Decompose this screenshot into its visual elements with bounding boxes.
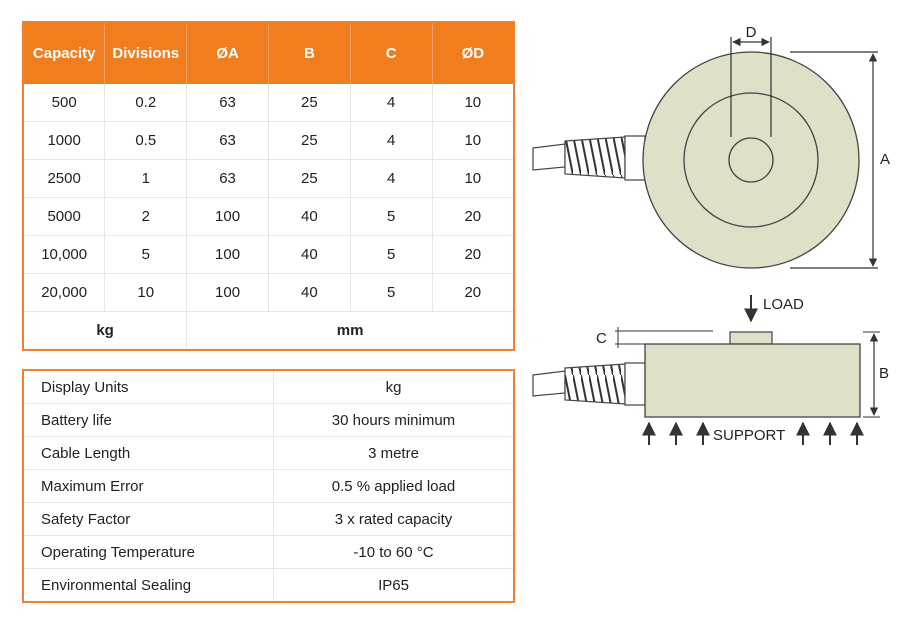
cell-a: 63 [186,121,269,160]
cell-a: 100 [186,235,269,274]
spec-value: IP65 [378,576,409,594]
table-row: 20,000 10 100 40 5 20 [23,273,514,312]
spec-row: Battery life 30 hours minimum [23,403,514,437]
cell-a: 63 [186,84,269,122]
label-support: SUPPORT [713,427,785,444]
cell-b: 40 [268,197,351,236]
cell-divisions: 2 [104,197,188,236]
side-cable [532,362,646,406]
top-view: D A [532,24,890,269]
spec-value: 0.5 % applied load [273,469,514,503]
cell-capacity: 10,000 [23,235,106,274]
cell-divisions: 0.5 [104,121,188,160]
spec-row: Environmental Sealing IP65 [23,568,514,602]
header-divisions: Divisions [104,22,188,84]
spec-label: Cable Length [23,436,274,470]
label-c: C [596,330,607,347]
cell-c: 5 [350,235,433,274]
cell-divisions: 5 [104,235,188,274]
cell-c: 4 [350,159,433,198]
spec-label: Operating Temperature [23,535,274,569]
cell-capacity: 500 [23,84,106,122]
capacity-unit: kg [23,311,188,350]
cell-b: 25 [268,84,351,122]
cell-c: 4 [350,121,433,160]
cell-a: 100 [186,273,269,312]
spec-label: Display Units [23,370,274,404]
spec-value: 3 metre [273,436,514,470]
header-diameter-a: ØA [186,22,269,84]
cell-capacity: 20,000 [23,273,106,312]
cell-a: 63 [186,159,269,198]
spec-row: Maximum Error 0.5 % applied load [23,469,514,503]
cell-a: 100 [186,197,269,236]
cell-d: 10 [432,121,514,160]
spec-value: kg [273,370,514,404]
table-row: 5000 2 100 40 5 20 [23,197,514,236]
table-row: 1000 0.5 63 25 4 10 [23,121,514,160]
dimensions-table: Capacity Divisions ØA B C ØD 500 0.2 63 … [22,21,515,351]
side-cable-spiral [564,363,626,405]
cell-c: 4 [350,84,433,122]
spec-label: Battery life [23,403,274,437]
header-b: B [268,22,351,84]
cell-c: 5 [350,197,433,236]
spec-label: Safety Factor [23,502,274,536]
label-d: D [746,24,757,41]
cell-b: 25 [268,121,351,160]
side-cable-stub [532,370,566,397]
cell-b: 25 [268,159,351,198]
cable-spiral [564,136,626,179]
cell-b: 40 [268,273,351,312]
spec-label: Environmental Sealing [23,568,274,602]
spec-value: 30 hours minimum [273,403,514,437]
header-diameter-d: ØD [432,22,514,84]
cable-gland [624,135,646,181]
cell-capacity: 2500 [23,159,106,198]
cell-b: 40 [268,235,351,274]
cell-capacity: 1000 [23,121,106,160]
dimensions-header-row: Capacity Divisions ØA B C ØD [23,22,514,84]
specifications-table: Display Units kg Battery life 30 hours m… [22,369,515,603]
spec-row: Safety Factor 3 x rated capacity [23,502,514,536]
cell-capacity: 5000 [23,197,106,236]
label-a: A [880,151,890,168]
label-load: LOAD [763,296,804,313]
cell-d: 20 [432,197,514,236]
units-row: kg mm [23,311,514,350]
dimension-unit: mm [336,322,364,339]
side-body [644,343,861,418]
table-row: 10,000 5 100 40 5 20 [23,235,514,274]
cell-d: 10 [432,159,514,198]
cell-divisions: 1 [104,159,188,198]
support-arrows [642,421,864,445]
side-view: LOAD C B SUPPORT [532,295,889,445]
cell-divisions: 0.2 [104,84,188,122]
table-row: 500 0.2 63 25 4 10 [23,84,514,122]
side-cable-gland [624,362,646,406]
spec-value: 3 x rated capacity [273,502,514,536]
cell-divisions: 10 [104,273,188,312]
cell-d: 20 [432,235,514,274]
table-row: 2500 1 63 25 4 10 [23,159,514,198]
header-capacity: Capacity [23,22,106,84]
cell-d: 10 [432,84,514,122]
spec-row: Display Units kg [23,370,514,404]
label-b: B [879,365,889,382]
center-hole-circle [728,137,774,183]
cell-c: 5 [350,273,433,312]
cell-d: 20 [432,273,514,312]
load-cell-diagram: D A LOAD C B [532,24,890,445]
top-cable [532,135,646,181]
load-button [729,331,773,345]
header-c: C [350,22,433,84]
spec-label: Maximum Error [23,469,274,503]
spec-row: Operating Temperature -10 to 60 °C [23,535,514,569]
spec-value: -10 to 60 °C [273,535,514,569]
spec-row: Cable Length 3 metre [23,436,514,470]
cable-stub [532,143,566,171]
